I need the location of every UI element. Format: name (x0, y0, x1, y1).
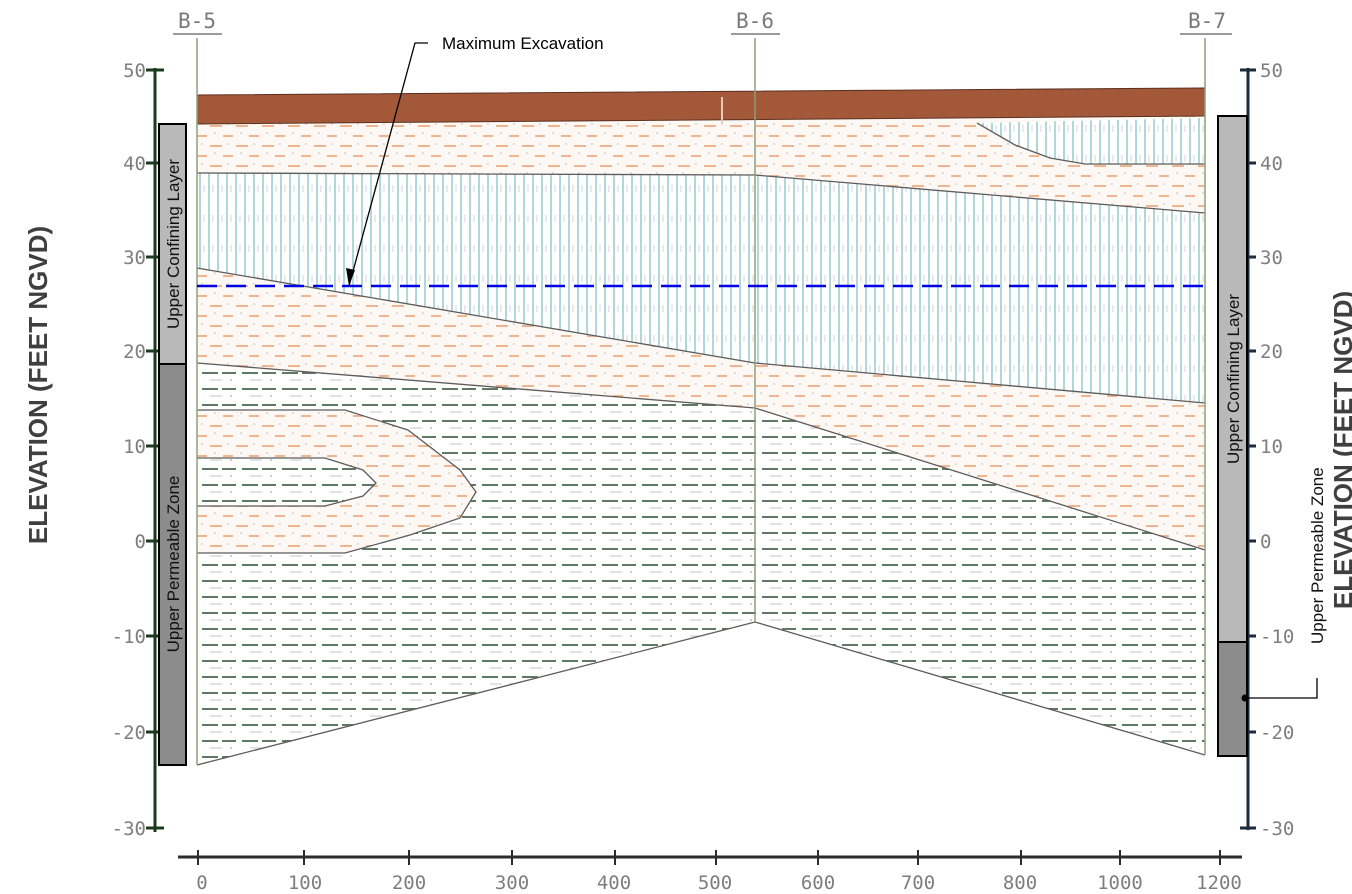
right-tick-10: 10 (1260, 436, 1283, 458)
x-tick-500: 500 (698, 872, 732, 894)
x-tick-700: 700 (901, 872, 935, 894)
right-tick-minus20: -20 (1260, 722, 1294, 744)
silt-lens-inner (197, 458, 376, 506)
left-tick-minus20: -20 (112, 722, 146, 744)
right-permeable-leader (1245, 678, 1318, 699)
boring-label-b6: B-6 (736, 9, 774, 33)
left-axis: 50 40 30 20 10 0 -10 -20 -30 ELEVATION (… (23, 60, 164, 840)
x-tick-600: 600 (801, 872, 835, 894)
excavation-arrowhead (346, 268, 355, 286)
bottom-axis-ticks (197, 850, 1221, 865)
clay-lens-b7 (977, 118, 1205, 164)
x-tick-0: 0 (196, 872, 207, 894)
left-confining-label: Upper Confining Layer (164, 159, 183, 329)
x-tick-100: 100 (288, 872, 322, 894)
left-tick-minus10: -10 (112, 626, 146, 648)
x-tick-300: 300 (495, 872, 529, 894)
left-tick-30: 30 (123, 247, 146, 269)
bottom-axis: 0 100 200 300 400 500 600 700 800 1000 1… (178, 850, 1242, 894)
right-tick-30: 30 (1260, 247, 1283, 269)
x-tick-200: 200 (392, 872, 426, 894)
x-tick-1200: 1200 (1196, 872, 1242, 894)
right-permeable-label: Upper Permeable Zone (1308, 467, 1327, 644)
stratigraphy (196, 87, 1206, 766)
left-tick-10: 10 (123, 436, 146, 458)
boring-label-b5: B-5 (178, 9, 216, 33)
x-tick-800: 800 (1003, 872, 1037, 894)
left-tick-50: 50 (123, 60, 146, 82)
left-tick-20: 20 (123, 341, 146, 363)
right-axis: 50 40 30 20 10 0 -10 -20 -30 ELEVATION (… (1240, 60, 1352, 840)
excavation-label: Maximum Excavation (442, 34, 604, 53)
left-permeable-box (158, 363, 187, 766)
right-tick-20: 20 (1260, 341, 1283, 363)
boreholes: B-5 B-6 B-7 (173, 9, 1232, 765)
right-tick-50: 50 (1260, 60, 1283, 82)
sand-layer (197, 268, 1205, 550)
left-axis-label: ELEVATION (FEET NGVD) (23, 226, 53, 544)
left-permeable-label: Upper Permeable Zone (164, 476, 183, 653)
right-tick-minus30: -30 (1260, 818, 1294, 840)
max-excavation: Maximum Excavation (197, 34, 1205, 288)
right-tick-40: 40 (1260, 153, 1283, 175)
clay-layer (197, 173, 1205, 403)
right-confining-label: Upper Confining Layer (1224, 294, 1243, 464)
excavation-leader (348, 42, 428, 287)
x-tick-1000: 1000 (1097, 872, 1143, 894)
right-confining-box (1217, 115, 1248, 643)
upper-sand-layer (197, 115, 1205, 213)
right-tick-0: 0 (1260, 531, 1271, 553)
right-axis-label: ELEVATION (FEET NGVD) (1328, 291, 1352, 609)
right-zone-column: Upper Confining Layer Upper Permeable Zo… (1217, 115, 1327, 757)
boring-label-b7: B-7 (1188, 9, 1226, 33)
left-tick-40: 40 (123, 153, 146, 175)
left-zone-column: Upper Confining Layer Upper Permeable Zo… (158, 123, 187, 766)
left-tick-0: 0 (135, 531, 146, 553)
right-tick-minus10: -10 (1260, 626, 1294, 648)
x-tick-400: 400 (597, 872, 631, 894)
left-tick-minus30: -30 (112, 818, 146, 840)
